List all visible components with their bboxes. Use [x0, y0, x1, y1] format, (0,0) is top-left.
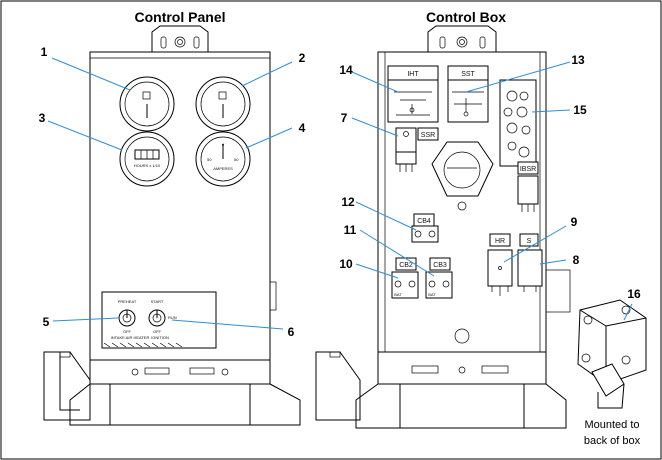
leader-11: [359, 229, 435, 277]
callout-11: 11: [344, 223, 357, 237]
leader-14: [351, 71, 399, 93]
leader-8: [539, 259, 567, 265]
item-16-module: [577, 299, 647, 409]
start-label: START: [151, 299, 164, 304]
leader-10: [355, 263, 399, 279]
leader-4: [245, 127, 293, 149]
gauge-1-fuel: [119, 76, 175, 132]
callout-7: 7: [341, 111, 348, 125]
circuit-breaker-cb4-12: CB4: [411, 213, 439, 243]
leader-9: [503, 225, 567, 263]
leader-1: [51, 57, 131, 91]
callout-4: 4: [299, 121, 306, 135]
hr-label: HR: [495, 238, 505, 245]
starter-housing: [431, 141, 494, 211]
iht-timer-14: IHT: [387, 65, 439, 123]
leader-2: [241, 61, 293, 87]
leader-16: [623, 303, 633, 321]
leader-12: [355, 201, 417, 231]
preheat-label: PREHEAT: [118, 299, 137, 304]
circuit-breaker-cb2-10: CB2 BAT: [391, 257, 419, 299]
leader-7: [351, 117, 399, 137]
leader-13: [465, 61, 571, 93]
callout-2: 2: [299, 51, 306, 65]
intake-air-heater-label: INTAKE AIR HEATER: [111, 335, 150, 340]
ssr-label: SSR: [421, 132, 435, 139]
callout-15: 15: [573, 103, 587, 117]
cb3-bat-label: BAT: [428, 292, 436, 297]
heater-relay-hr-9: HR: [487, 233, 513, 296]
leader-3: [47, 120, 123, 151]
ignition-switch-6: [148, 309, 166, 327]
callout-10: 10: [339, 257, 353, 271]
callout-5: 5: [43, 315, 50, 329]
off-right-label: OFF: [153, 329, 162, 334]
ammeter-left-scale: 50: [207, 157, 212, 162]
switch-plate: PREHEAT START RUN OFF OFF INTAKE AIR HEA…: [101, 291, 217, 349]
gauge-2-fuel-level: [195, 76, 251, 132]
callout-14: 14: [339, 63, 353, 77]
ssr-relay-7: SSR: [395, 127, 439, 172]
callout-9: 9: [571, 215, 578, 229]
circuit-breaker-cb3-11: CB3 BAT: [425, 257, 453, 299]
ammeter-right-scale: 50: [234, 157, 239, 162]
cb3-label: CB3: [433, 262, 447, 269]
control-panel-drawing: [43, 25, 301, 426]
run-label: RUN: [168, 315, 177, 320]
cb4-label: CB4: [417, 218, 431, 225]
s-label: S: [527, 238, 532, 245]
leader-6: [171, 319, 284, 330]
leader-15: [531, 109, 571, 113]
callout-3: 3: [39, 111, 46, 125]
ibsr-relay: IBSR: [517, 161, 539, 212]
mounting-note-line1: Mounted to: [584, 419, 639, 431]
cb2-bat-label: BAT: [394, 292, 402, 297]
ignition-label: IGNITION: [151, 335, 169, 340]
leader-5: [52, 317, 119, 322]
title-control-panel: Control Panel: [134, 9, 225, 25]
callout-8: 8: [573, 253, 580, 267]
ammeter-label: AMPERES: [213, 166, 233, 171]
sst-label: SST: [461, 71, 475, 78]
mounting-note-line2: back of box: [584, 435, 641, 447]
callout-16: 16: [627, 287, 641, 301]
gauge-4-ammeter: 50 0 50 AMPERES: [195, 131, 251, 187]
preheat-switch-5: [118, 309, 136, 327]
title-control-box: Control Box: [426, 9, 506, 25]
callout-6: 6: [288, 325, 295, 339]
hourmeter-label: HOURS x 1/10: [134, 163, 161, 168]
callout-1: 1: [41, 45, 48, 59]
callout-12: 12: [341, 195, 355, 209]
ammeter-center-scale: 0: [222, 142, 225, 147]
off-left-label: OFF: [123, 329, 132, 334]
sst-timer-13: SST: [447, 65, 489, 123]
callout-13: 13: [571, 53, 585, 67]
ibsr-label: IBSR: [520, 166, 536, 173]
gauge-3-hourmeter: HOURS x 1/10: [119, 131, 175, 187]
connector-block-15: [499, 79, 537, 167]
cb2-label: CB2: [399, 262, 413, 269]
iht-label: IHT: [407, 71, 419, 78]
starter-relay-s-8: S: [517, 233, 543, 292]
